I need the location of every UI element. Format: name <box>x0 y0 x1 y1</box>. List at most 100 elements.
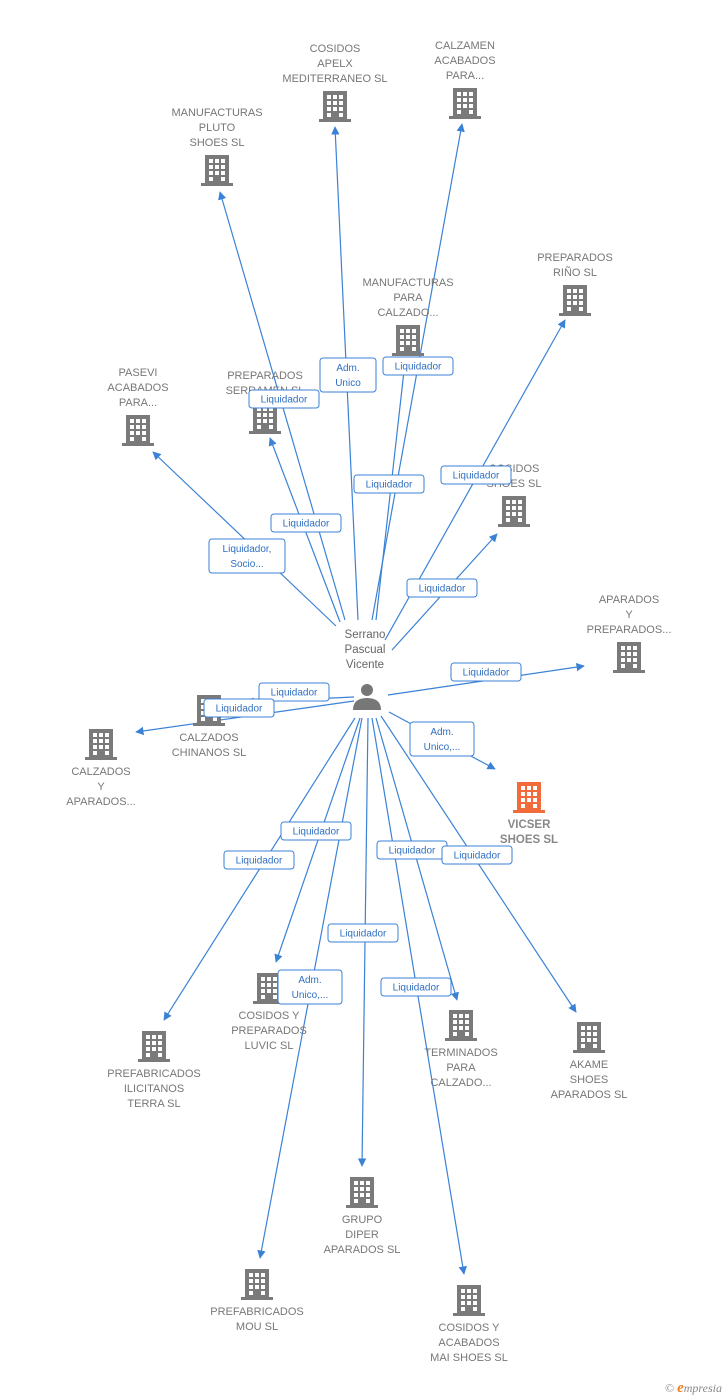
edge-label-vicser[interactable]: Adm. Unico,... <box>409 721 475 757</box>
company-name-line: COSIDOS Y <box>439 1322 501 1334</box>
company-name-line: CALZADO... <box>377 307 438 319</box>
company-name-line: MOU SL <box>236 1321 278 1333</box>
edge-label-box <box>327 923 399 943</box>
company-name-line: APARADOS SL <box>324 1244 401 1256</box>
edge-label-text: Unico,... <box>424 742 461 753</box>
edge-label-cosidos-shoes[interactable]: Liquidador <box>406 578 478 598</box>
company-node-terminados[interactable]: TERMINADOSPARACALZADO... <box>424 1010 498 1089</box>
company-node-cosidos-apelx[interactable]: COSIDOS APELX MEDITERRANEO SL <box>282 43 388 122</box>
company-name-line: COSIDOS <box>310 43 361 55</box>
company-name-line: AKAME <box>570 1059 609 1071</box>
edge-label-prefabricados-ilicitanos[interactable]: Liquidador <box>223 850 295 870</box>
building-icon <box>513 782 545 813</box>
company-name-line: PARA <box>446 1062 476 1074</box>
company-name-line: ILICITANOS <box>124 1083 184 1095</box>
edge-label-pasevi[interactable]: Liquidador, Socio... <box>208 538 286 574</box>
edge-label-grupo-diper[interactable]: Liquidador <box>327 923 399 943</box>
edge-label-text: Liquidador <box>340 929 387 940</box>
company-name-line: SHOES SL <box>189 137 244 149</box>
edge-label-text: Liquidador <box>293 827 340 838</box>
company-name-line: SHOES SL <box>500 834 558 846</box>
edge-label-box <box>248 389 320 409</box>
edge-label-box <box>409 721 475 757</box>
company-node-akame[interactable]: AKAME SHOES APARADOS SL <box>551 1022 628 1101</box>
edge-label-text: Liquidador <box>283 519 330 530</box>
edge-label-cosidos-luvic[interactable]: Liquidador <box>280 821 352 841</box>
edge-label-text: Liquidador <box>395 362 442 373</box>
company-name-line: GRUPO <box>342 1214 383 1226</box>
building-icon <box>241 1269 273 1300</box>
building-icon <box>392 325 424 356</box>
edge-label-text: Adm. <box>430 727 453 738</box>
edge-label-calzamen[interactable]: Liquidador <box>353 474 425 494</box>
edge-label-box <box>380 977 452 997</box>
company-name-line: APELX <box>317 58 353 70</box>
company-name-line: PREPARADOS <box>231 1025 307 1037</box>
edge-label-terminados[interactable]: Liquidador <box>376 840 448 860</box>
edge-label-calzados-chinanos[interactable]: Liquidador <box>258 682 330 702</box>
edge-label-cosidos-mai[interactable]: Liquidador <box>380 977 452 997</box>
edge-label-cosidos-apelx[interactable]: Adm. Unico <box>319 357 377 393</box>
edge-label-manufacturas-pluto[interactable]: Liquidador <box>270 513 342 533</box>
company-node-manufacturas-para-calzado[interactable]: MANUFACTURASPARACALZADO... <box>362 277 454 356</box>
company-name-line: PREPARADOS <box>227 370 303 382</box>
edge-label-text: Liquidador <box>463 668 510 679</box>
building-icon <box>122 415 154 446</box>
edge-label-text: Liquidador <box>366 480 413 491</box>
person-name-line: Serrano <box>345 629 386 641</box>
edge-label-prefabricados-mou[interactable]: Adm.Unico,... <box>277 969 343 1005</box>
building-icon <box>346 1177 378 1208</box>
edge-label-text: Liquidador <box>419 584 466 595</box>
edge-label-box <box>440 465 512 485</box>
company-name-line: PARA... <box>119 397 157 409</box>
person-name-line: Vicente <box>346 659 384 671</box>
company-node-prefabricados-mou[interactable]: PREFABRICADOS MOU SL <box>210 1269 304 1333</box>
edge-label-text: Liquidador <box>389 846 436 857</box>
company-name-line: PARA... <box>446 70 484 82</box>
company-node-calzamen[interactable]: CALZAMENACABADOSPARA... <box>434 40 496 119</box>
person-icon <box>353 684 381 710</box>
edge-label-text: Adm. <box>298 975 321 986</box>
edge-label-preparados-serramen[interactable]: Liquidador <box>248 389 320 409</box>
company-name-line: SHOES <box>570 1074 609 1086</box>
edge-label-text: Liquidador, <box>223 544 272 555</box>
company-node-pasevi[interactable]: PASEVIACABADOSPARA... <box>107 367 169 446</box>
company-name-line: LUVIC SL <box>245 1040 294 1052</box>
building-icon <box>201 155 233 186</box>
edge-label-text: Unico <box>335 378 361 389</box>
building-icon <box>319 91 351 122</box>
company-name-line: PREFABRICADOS <box>210 1306 304 1318</box>
brand-name: mpresia <box>683 1381 722 1395</box>
edge-label-box <box>353 474 425 494</box>
company-name-line: APARADOS SL <box>551 1089 628 1101</box>
edge-label-calzados-aparados[interactable]: Liquidador <box>203 698 275 718</box>
edge-label-box <box>280 821 352 841</box>
company-name-line: PREPARADOS <box>537 252 613 264</box>
company-node-calzados-aparados[interactable]: CALZADOSYAPARADOS... <box>66 729 136 808</box>
company-name-line: DIPER <box>345 1229 379 1241</box>
company-name-line: VICSER <box>508 819 552 831</box>
edge-label-preparados-rino[interactable]: Liquidador <box>440 465 512 485</box>
company-name-line: MEDITERRANEO SL <box>282 73 387 85</box>
edge-label-text: Socio... <box>230 559 263 570</box>
edge-label-aparados-preparados[interactable]: Liquidador <box>450 662 522 682</box>
company-name-line: PREFABRICADOS <box>107 1068 201 1080</box>
edge-label-box <box>258 682 330 702</box>
edge-label-box <box>382 356 454 376</box>
copyright-icon: © <box>664 1381 675 1395</box>
company-node-vicser[interactable]: VICSER SHOES SL <box>500 782 558 846</box>
edge-label-box <box>441 845 513 865</box>
company-node-aparados-preparados[interactable]: APARADOSYPREPARADOS... <box>587 594 672 673</box>
edge-label-manufacturas-para-calzado[interactable]: Liquidador <box>382 356 454 376</box>
edge-label-akame[interactable]: Liquidador <box>441 845 513 865</box>
company-node-grupo-diper[interactable]: GRUPO DIPER APARADOS SL <box>324 1177 401 1256</box>
edge-label-text: Adm. <box>336 363 359 374</box>
